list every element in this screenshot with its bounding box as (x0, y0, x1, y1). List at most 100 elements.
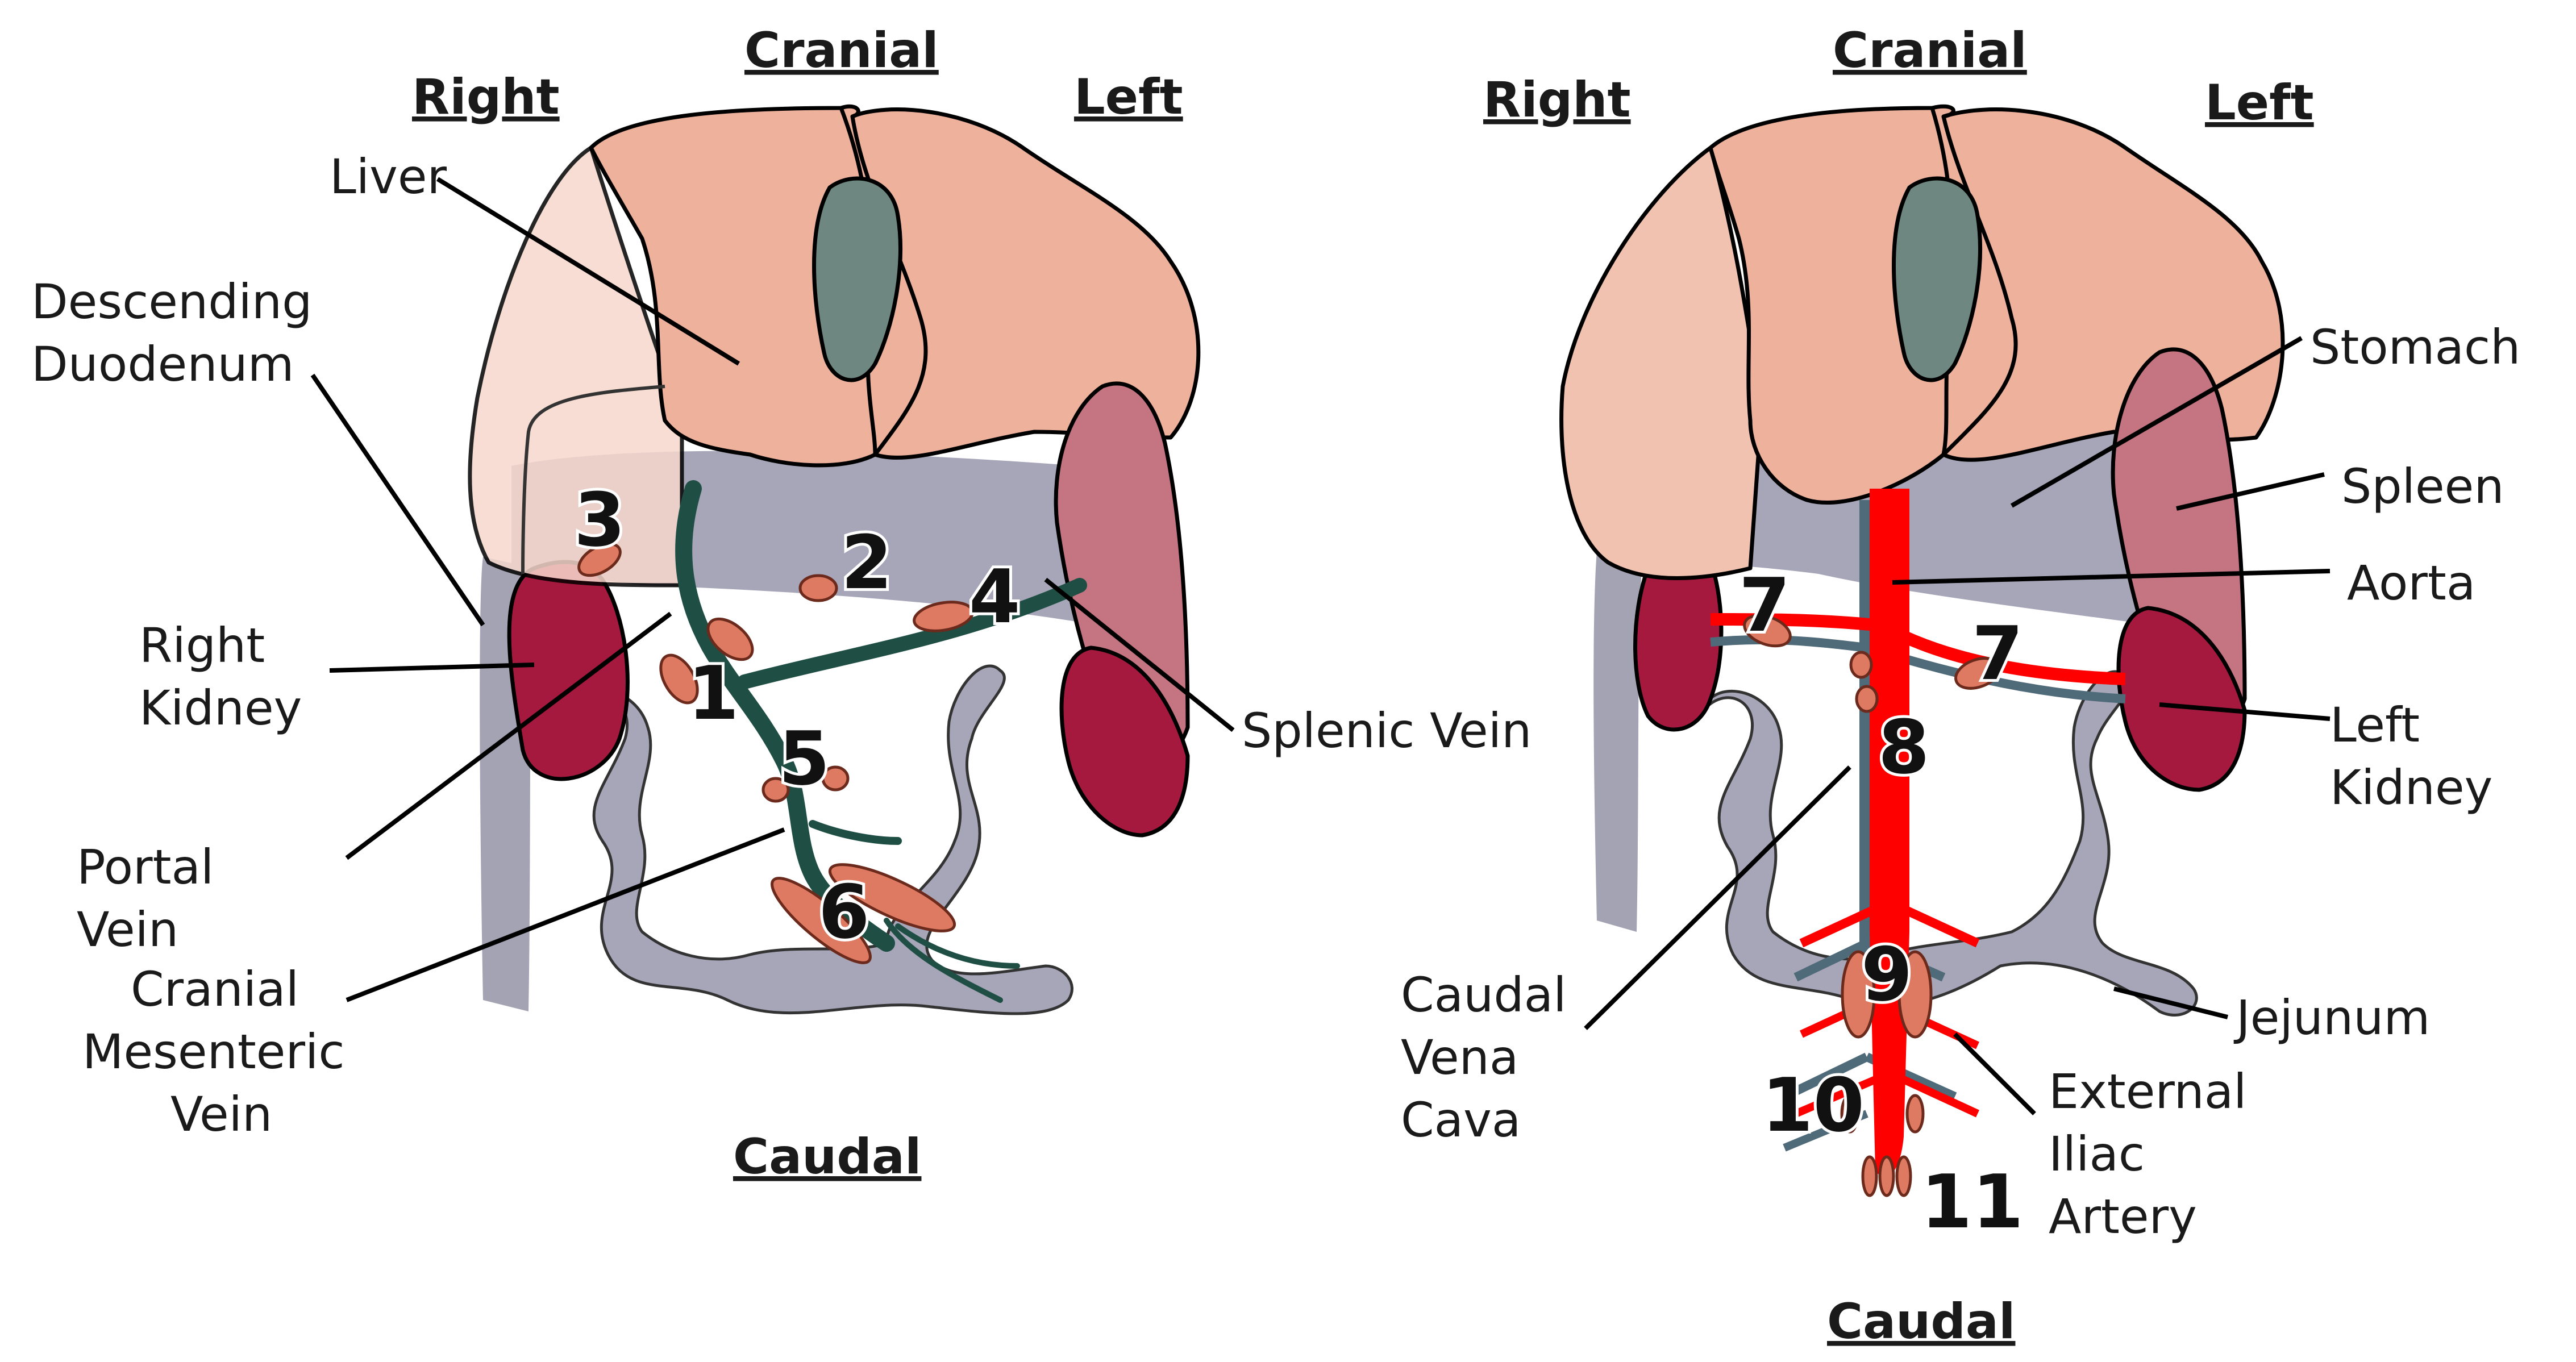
right-descending-duodenum (1593, 551, 1642, 932)
lymph-node-2 (798, 574, 838, 602)
label-right-kidney-1: Right (139, 618, 265, 673)
renal-artery-right (1710, 613, 1876, 631)
leader-left-kidney (2159, 702, 2331, 721)
label-stomach: Stomach (2310, 319, 2520, 375)
leader-aorta (1892, 569, 2331, 585)
lymph-node-4 (913, 601, 974, 632)
right-direction-right: Right (1483, 72, 1631, 128)
label-jejunum: Jejunum (2233, 990, 2430, 1046)
label-caudal-vena-cava-1: Caudal (1401, 967, 1567, 1023)
external-iliac-right-3 (1794, 1076, 1877, 1118)
number-6: 6 (818, 869, 869, 955)
mesenteric-branch-1 (809, 820, 902, 845)
label-portal-vein-2: Vein (77, 902, 178, 957)
iliac-vein-right-lower (1782, 1052, 1869, 1101)
right-panel: 7 7 8 9 10 11 Cranial Right Left Caudal … (1401, 22, 2520, 1350)
lymph-node-1a (706, 617, 754, 661)
label-liver: Liver (330, 149, 447, 205)
mesenteric-branch-2 (884, 918, 1003, 1003)
label-spleen: Spleen (2341, 459, 2504, 514)
number-1: 1 (688, 650, 739, 736)
label-cranial-mesenteric-vein-3: Vein (170, 1086, 272, 1142)
number-8: 8 (1878, 704, 1929, 790)
right-kidney (507, 560, 630, 781)
number-11: 11 (1921, 1159, 2024, 1245)
external-iliac-left-1 (1901, 905, 1980, 948)
lymph-node-9a (1841, 950, 1876, 1039)
aorta (1870, 489, 1909, 1177)
lymph-node-6a (828, 863, 956, 932)
liver-right-lobe (468, 145, 684, 588)
label-aorta: Aorta (2347, 555, 2475, 611)
leader-spleen (2176, 472, 2325, 511)
label-external-iliac-artery-1: External (2049, 1064, 2247, 1119)
left-direction-right: Right (412, 69, 560, 126)
lymph-node-6b (771, 877, 872, 964)
number-2: 2 (841, 519, 892, 606)
label-caudal-vena-cava-2: Vena (1401, 1030, 1518, 1085)
label-external-iliac-artery-3: Artery (2049, 1189, 2197, 1244)
iliac-vein-right-upper (1793, 939, 1869, 982)
number-9: 9 (1861, 931, 1912, 1018)
number-5: 5 (779, 715, 830, 802)
label-external-iliac-artery-2: Iliac (2049, 1126, 2145, 1182)
external-iliac-right-1 (1799, 905, 1878, 948)
right-jejunum (1697, 670, 2198, 1017)
lymph-node-10b (1905, 1094, 1925, 1134)
right-direction-caudal: Caudal (1827, 1293, 2015, 1350)
renal-artery-left (1901, 630, 2126, 685)
leader-stomach (2010, 336, 2303, 508)
leader-cranial-mesenteric-vein (346, 827, 785, 1002)
lymph-node-5a (761, 777, 790, 803)
gallbladder (812, 176, 902, 382)
lymph-node-7-left (1954, 657, 2001, 690)
lymph-node-8b (1855, 685, 1879, 713)
label-portal-vein-1: Portal (77, 839, 214, 895)
lymph-node-11b (1878, 1155, 1895, 1197)
label-descending-duodenum-1: Descending (31, 274, 312, 330)
lymph-node-5b (821, 765, 850, 792)
right-liver-lobe-divider (1941, 116, 2018, 456)
lymph-node-10a (1840, 1094, 1859, 1134)
number-3: 3 (574, 477, 625, 563)
leader-caudal-vena-cava (1584, 765, 1851, 1030)
left-direction-left: Left (1074, 69, 1183, 126)
number-7-right: 7 (1739, 562, 1790, 648)
mesenteric-branch-3 (895, 923, 1020, 969)
renal-vein-right (1710, 635, 1867, 652)
label-cranial-mesenteric-vein-1: Cranial (131, 961, 299, 1017)
label-left-kidney-1: Left (2330, 697, 2420, 753)
leader-splenic-vein (1044, 577, 1235, 732)
right-direction-cranial: Cranial (1833, 22, 2027, 79)
number-4: 4 (969, 553, 1020, 640)
leader-external-iliac-artery (1953, 1032, 2036, 1115)
lymph-node-3 (577, 542, 622, 577)
leader-portal-vein (345, 611, 672, 860)
liver-lobe-divider (850, 116, 928, 456)
portal-vein (675, 480, 895, 952)
left-direction-caudal: Caudal (733, 1128, 921, 1185)
label-descending-duodenum-2: Duodenum (31, 336, 294, 392)
lymph-node-7-right (1743, 614, 1792, 648)
lymph-node-1b (659, 653, 699, 705)
label-left-kidney-2: Kidney (2330, 760, 2492, 815)
lymph-node-9b (1897, 950, 1933, 1039)
leader-right-kidney (329, 663, 535, 673)
right-gallbladder (1892, 176, 1982, 382)
left-panel: 3 2 4 1 5 6 Cranial Right Left Caudal Li… (31, 22, 1532, 1185)
left-direction-cranial: Cranial (744, 22, 939, 79)
label-right-kidney-2: Kidney (139, 680, 302, 736)
duodenum-outline (521, 385, 665, 574)
label-cranial-mesenteric-vein-2: Mesenteric (82, 1024, 345, 1080)
right-direction-left: Left (2205, 74, 2314, 131)
lymph-node-8a (1849, 651, 1873, 679)
leader-jejunum (2113, 986, 2228, 1019)
leader-liver (436, 177, 740, 366)
external-iliac-left-3 (1902, 1076, 1979, 1118)
number-7-left: 7 (1972, 610, 2023, 697)
label-caudal-vena-cava-3: Cava (1401, 1092, 1521, 1148)
lymph-node-11a (1861, 1155, 1878, 1197)
label-splenic-vein: Splenic Vein (1242, 703, 1532, 759)
splenic-vein (737, 578, 1087, 689)
